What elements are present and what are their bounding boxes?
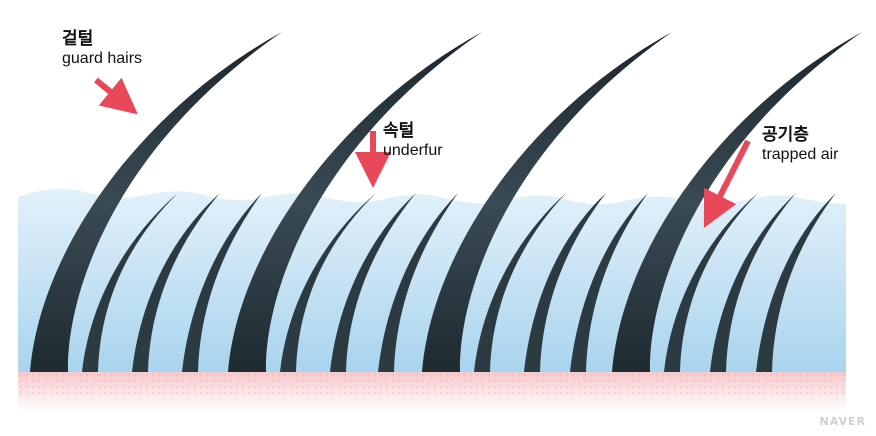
guard-hairs-korean-label: 겉털 (62, 29, 94, 49)
underfur-hair (524, 193, 606, 372)
underfur-hair (570, 193, 648, 372)
trapped-air-label: 공기층 trapped air (762, 125, 839, 164)
trapped-air-english-label: trapped air (762, 145, 839, 163)
underfur-hair (710, 193, 796, 372)
trapped-air-korean-label: 공기층 (762, 125, 809, 145)
guard-hairs-label: 겉털 guard hairs (62, 29, 143, 68)
underfur-hair (330, 193, 416, 372)
guard-hairs-english-label: guard hairs (62, 49, 143, 67)
underfur-hair (132, 193, 220, 372)
guard-hairs-arrow (94, 77, 138, 115)
underfur-hairs (82, 193, 836, 372)
skin-texture (18, 372, 846, 398)
underfur-label: 속털 underfur (383, 121, 443, 160)
guard-hairs (30, 32, 862, 372)
underfur-hair (378, 193, 458, 372)
guard-hair-4 (612, 32, 862, 372)
underfur-hair (82, 193, 178, 372)
underfur-hair (280, 193, 376, 372)
underfur-hair (756, 193, 836, 372)
guard-hair-1 (30, 32, 282, 372)
underfur-hair (182, 193, 262, 372)
naver-watermark: NAVER (819, 415, 866, 428)
underfur-hair (664, 193, 758, 372)
underfur-hair (474, 193, 566, 372)
pointer-arrows (94, 77, 751, 229)
trapped-air-arrow (703, 139, 751, 229)
underfur-english-label: underfur (383, 141, 443, 159)
guard-hair-3 (422, 32, 672, 372)
guard-hair-2 (228, 32, 482, 372)
underfur-korean-label: 속털 (383, 121, 415, 141)
